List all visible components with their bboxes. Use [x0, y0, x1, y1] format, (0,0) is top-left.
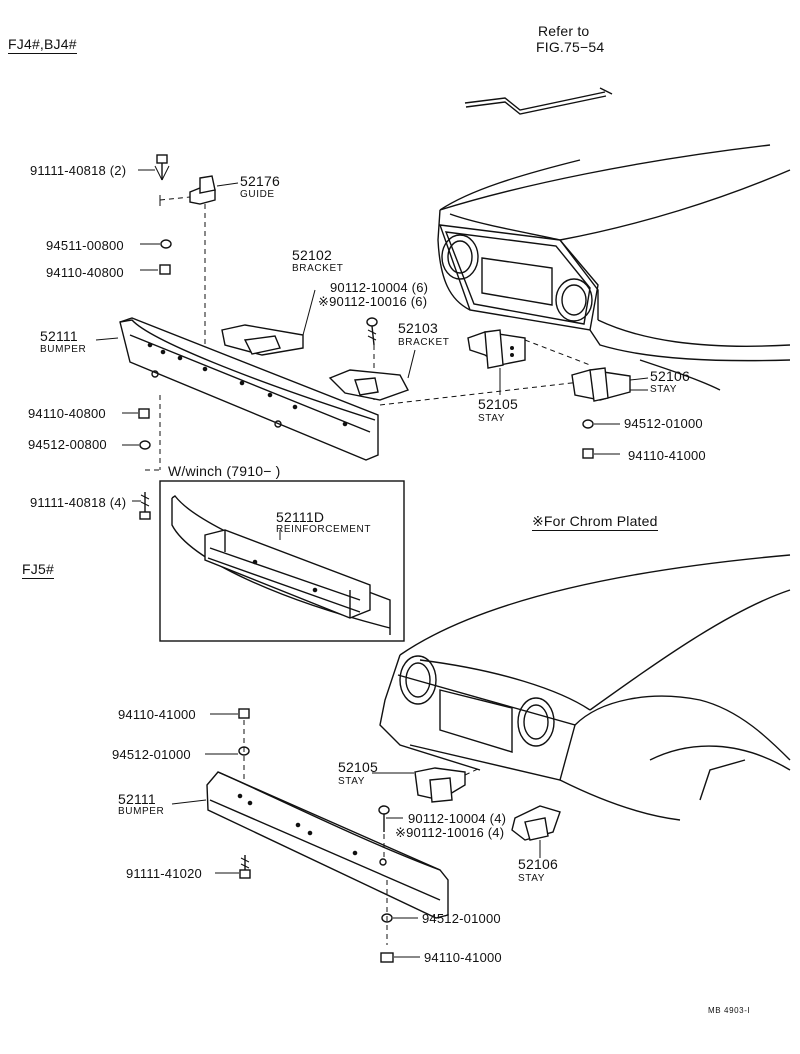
fj4-bumper-52111: [119, 317, 379, 461]
fj5-bumper-52111: [206, 771, 449, 919]
fj4-washer-left: [122, 440, 151, 450]
label-fj5-stay2-name: STAY: [518, 873, 546, 884]
label-stay2-name: STAY: [650, 384, 678, 395]
fj4-bracket-52103: [328, 349, 581, 406]
winch-box-title: W/winch (7910− ): [168, 463, 281, 479]
fj5-stay-52106: [511, 805, 561, 858]
label-guide-name: GUIDE: [240, 189, 275, 200]
fj4-bolt-bottom: [139, 395, 161, 520]
heading-fj5: FJ5#: [22, 561, 54, 579]
fj5-nut-top: [238, 708, 250, 719]
label-bolt-top: 91111-40818 (2): [30, 163, 127, 178]
label-bracket2-name: BRACKET: [398, 337, 450, 348]
label-reinf-num: 52111D: [276, 509, 325, 525]
label-fj5-stay-num: 52105: [338, 759, 378, 775]
leader-lines: [95, 169, 403, 874]
label-fj5-washer-top: 94512-01000: [112, 747, 191, 762]
label-bolt-b: ※90112-10016 (6): [318, 294, 428, 309]
heading-fj4: FJ4#,BJ4#: [8, 36, 77, 54]
fj5-stay-52105: [372, 767, 481, 803]
label-bracket1-num: 52102: [292, 247, 332, 263]
fj4-bracket-52102: [221, 289, 316, 356]
label-bolt-bottom: 91111-40818 (4): [30, 495, 127, 510]
label-fj5-stay2-num: 52106: [518, 856, 558, 872]
label-guide-num: 52176: [240, 173, 280, 189]
fj4-nut-94110-41000: [582, 448, 620, 459]
label-nut-small: 94110-40800: [46, 265, 124, 280]
label-fj5-bumper-num: 52111: [118, 791, 156, 807]
label-bolt-a: 90112-10004 (6): [330, 280, 429, 295]
label-fj5-washer-bottom: 94512-01000: [422, 911, 501, 926]
label-fj5-bolt-b: ※90112-10016 (4): [395, 825, 505, 840]
label-fj5-nut-top: 94110-41000: [118, 707, 196, 722]
fj5-nut-bottom: [380, 952, 420, 963]
refer-line1: Refer to: [538, 23, 590, 39]
label-bumper-num: 52111: [40, 328, 78, 344]
label-stay2-num: 52106: [650, 368, 690, 384]
winch-box: [159, 480, 405, 642]
fj4-guide-52176: [159, 175, 216, 206]
label-stay-name: STAY: [478, 413, 506, 424]
fj4-vehicle-front: [437, 87, 791, 391]
fj4-washer-94511: [160, 239, 172, 249]
label-bumper-name: BUMPER: [40, 344, 87, 355]
label-nut-right: 94110-41000: [628, 448, 706, 463]
label-bracket1-name: BRACKET: [292, 263, 344, 274]
label-washer-small: 94511-00800: [46, 238, 124, 253]
label-nut-left: 94110-40800: [28, 406, 106, 421]
label-fj5-bolt: 91111-41020: [126, 866, 202, 881]
label-stay-num: 52105: [478, 396, 518, 412]
fj4-nut-left: [122, 408, 150, 419]
label-washer-right: 94512-01000: [624, 416, 703, 431]
fj4-stay-52105: [467, 329, 591, 395]
label-reinf-name: REINFORCEMENT: [276, 524, 372, 535]
refer-line2: FIG.75−54: [536, 39, 605, 55]
chrom-note: ※For Chrom Plated: [532, 513, 658, 531]
label-fj5-nut-bottom: 94110-41000: [424, 950, 502, 965]
fj4-nut-94110-40800: [159, 264, 171, 275]
fj4-washer-94512-01000: [582, 419, 620, 429]
label-bracket2-num: 52103: [398, 320, 438, 336]
label-fj5-bolt-a: 90112-10004 (4): [408, 811, 507, 826]
fj4-stay-52106: [571, 367, 649, 402]
fj5-bolt-bottom: [239, 855, 251, 879]
fj5-bolt-90112: [378, 805, 390, 860]
fj5-vehicle-front: [379, 554, 791, 821]
fj4-bolt-top: [154, 154, 170, 181]
footer-code: MB 4903-I: [708, 1006, 751, 1015]
label-washer-left: 94512-00800: [28, 437, 107, 452]
label-fj5-stay-name: STAY: [338, 776, 366, 787]
label-fj5-bumper-name: BUMPER: [118, 806, 165, 817]
